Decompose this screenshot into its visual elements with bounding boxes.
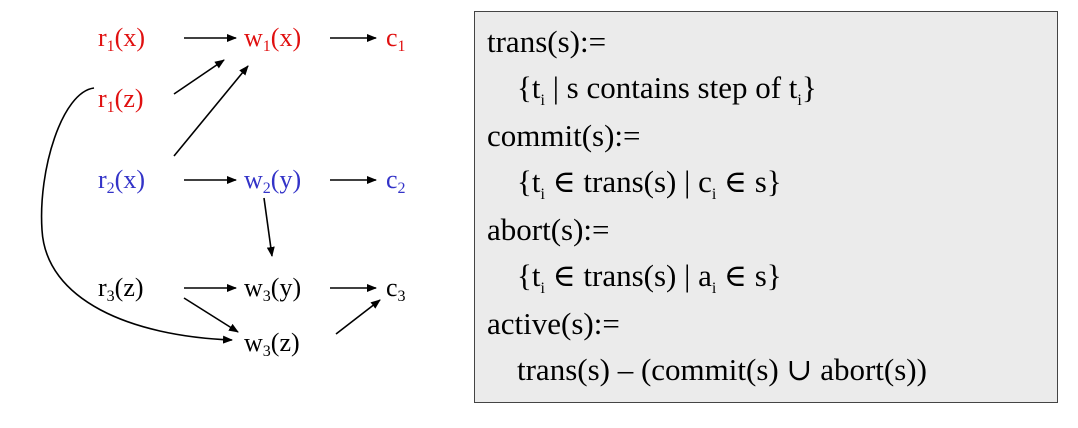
node-c3: c3: [386, 273, 406, 305]
node-r3-z: r3(z): [98, 273, 144, 305]
commit-definition-body: {ti ∈ trans(s) | ci ∈ s}: [517, 164, 782, 204]
edge-r2x-w1x: [173, 65, 249, 157]
definitions-box: trans(s):= {ti | s contains step of ti} …: [474, 11, 1058, 403]
node-w2-y: w2(y): [244, 165, 302, 197]
node-c2: c2: [386, 165, 406, 197]
node-r2-x: r2(x): [98, 165, 145, 197]
trans-definition-body: {ti | s contains step of ti}: [517, 70, 817, 110]
edge-r1z-w3z: [40, 87, 233, 344]
active-definition-body: trans(s) – (commit(s) ∪ abort(s)): [517, 352, 927, 387]
trans-definition-head: trans(s):=: [487, 24, 607, 59]
node-w3-z: w3(z): [244, 328, 300, 360]
abort-definition-head: abort(s):=: [487, 212, 610, 247]
node-r1-z: r1(z): [98, 84, 144, 116]
commit-definition-head: commit(s):=: [487, 118, 641, 153]
node-c1: c1: [386, 23, 406, 55]
node-w3-y: w3(y): [244, 273, 302, 305]
node-w1-x: w1(x): [244, 23, 302, 55]
edge-w3z-c3: [335, 299, 381, 335]
node-r1-x: r1(x): [98, 23, 145, 55]
edge-r3z-w3z: [183, 297, 239, 333]
edge-r1z-w1x: [173, 59, 225, 95]
abort-definition-body: {ti ∈ trans(s) | ai ∈ s}: [517, 258, 782, 298]
edge-w2y-w3y: [263, 197, 275, 257]
active-definition-head: active(s):=: [487, 306, 620, 341]
